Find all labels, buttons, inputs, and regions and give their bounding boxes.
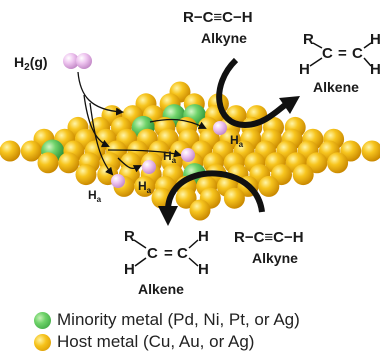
ha-labels: Ha Ha Ha Ha: [88, 133, 244, 204]
svg-text:=: =: [164, 245, 173, 262]
host-metal-atom: [361, 140, 380, 162]
svg-text:H: H: [299, 61, 310, 78]
legend-host: Host metal (Cu, Au, or Ag): [34, 332, 254, 352]
alkyne-bottom-formula: R−C≡C−H: [234, 229, 304, 246]
legend-host-label: Host metal (Cu, Au, or Ag): [57, 332, 255, 351]
host-metal-atom: [327, 152, 349, 174]
legend-minority-label: Minority metal (Pd, Ni, Pt, or Ag): [57, 310, 300, 329]
svg-text:=: =: [338, 45, 347, 62]
svg-text:Ha: Ha: [230, 133, 244, 149]
svg-text:R: R: [124, 228, 135, 245]
host-metal-atom: [20, 140, 42, 162]
host-metal-atom: [58, 152, 80, 174]
legend-minority: Minority metal (Pd, Ni, Pt, or Ag): [34, 310, 300, 330]
host-metal-atom: [189, 199, 211, 221]
alkyne-bottom-name: Alkyne: [252, 250, 298, 266]
host-metal-atom: [37, 152, 59, 174]
reaction-arrows: [158, 57, 300, 226]
minority-metal-swatch: [34, 311, 51, 329]
host-metal-atom: [134, 175, 156, 197]
alkyne-top-name: Alkyne: [201, 30, 247, 46]
host-metal-atom: [75, 164, 97, 186]
host-metal-atom: [223, 187, 245, 209]
svg-text:H: H: [370, 31, 380, 48]
alkene-bottom-name: Alkene: [138, 281, 184, 297]
svg-text:H: H: [198, 261, 209, 278]
svg-text:C: C: [147, 245, 158, 262]
host-metal-atom: [175, 187, 197, 209]
svg-text:Ha: Ha: [88, 188, 102, 204]
alkene-top-name: Alkene: [313, 79, 359, 95]
host-metal-atom: [258, 175, 280, 197]
svg-text:R: R: [303, 31, 314, 48]
svg-text:Ha: Ha: [138, 179, 152, 195]
host-metal-atom: [292, 164, 314, 186]
dissociation-arrows: [77, 71, 207, 176]
svg-text:C: C: [352, 45, 363, 62]
svg-text:Ha: Ha: [163, 149, 177, 165]
alkene-top-structure: R H C = C H H: [299, 31, 380, 78]
alkene-bottom-structure: R H C = C H H: [124, 228, 209, 278]
svg-text:H: H: [370, 61, 380, 78]
host-metal-atom: [306, 152, 328, 174]
svg-text:C: C: [322, 45, 333, 62]
alkyne-top-formula: R−C≡C−H: [183, 9, 253, 26]
h2-molecule: [63, 53, 92, 69]
svg-text:H: H: [198, 228, 209, 245]
svg-text:C: C: [177, 245, 188, 262]
adsorbed-h-atoms: [111, 121, 227, 188]
svg-text:H: H: [124, 261, 135, 278]
h2-label: H2(g): [14, 54, 48, 73]
host-metal-swatch: [34, 333, 51, 351]
host-metal-atom: [0, 140, 21, 162]
